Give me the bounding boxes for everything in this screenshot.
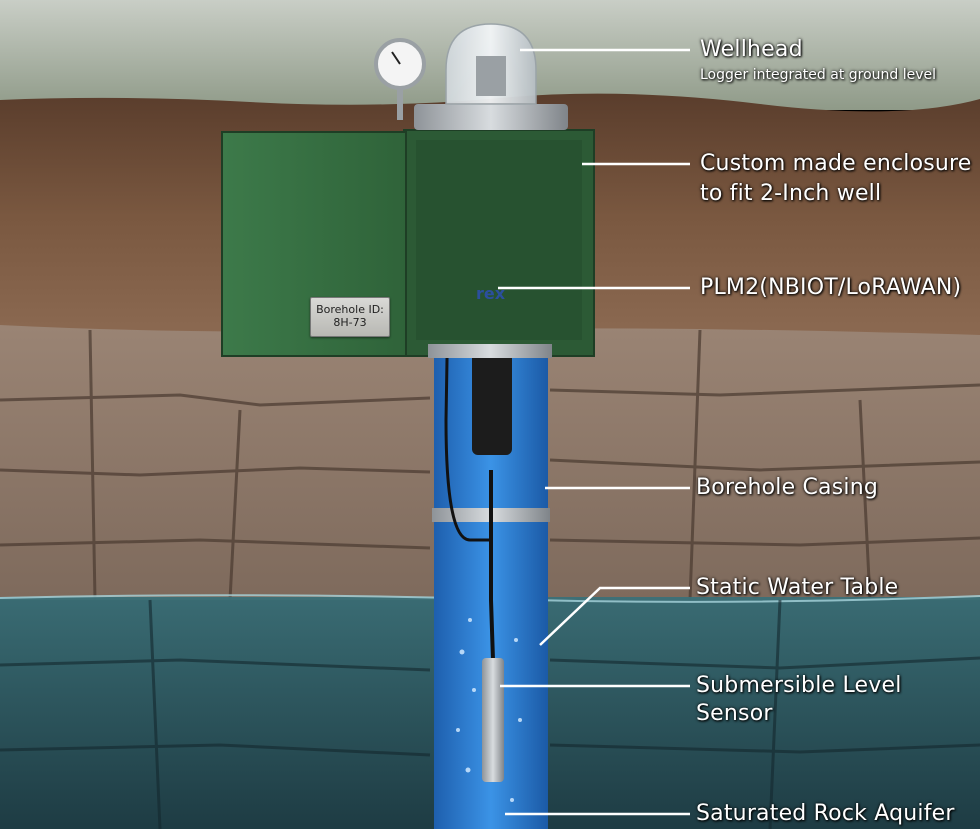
- label-enclosure-line1: Custom made enclosure: [700, 151, 972, 176]
- label-plm2: PLM2(NBIOT/LoRAWAN): [700, 275, 962, 300]
- callout-lines: [498, 48, 690, 816]
- gauge-needle: [391, 51, 401, 65]
- mounting-plate: [428, 344, 552, 358]
- sensor-cable: [489, 470, 495, 661]
- label-wellhead-sub: Logger integrated at ground level: [700, 67, 937, 83]
- label-borehole-casing: Borehole Casing: [696, 475, 879, 500]
- rock-cracks: [0, 329, 980, 601]
- enclosure-interior: [416, 140, 582, 340]
- label-sensor-line1: Submersible Level: [696, 673, 902, 698]
- sensor-brand-logo: rex: [476, 284, 506, 303]
- submersible-level-sensor: [482, 658, 504, 782]
- label-enclosure-line2: to fit 2-Inch well: [700, 181, 882, 206]
- plate-title: Borehole ID:: [316, 303, 384, 316]
- label-sensor-line2: Sensor: [696, 701, 773, 726]
- side-cable: [444, 179, 492, 542]
- water-bubbles: [456, 618, 522, 802]
- plate-value: 8H-73: [333, 316, 367, 329]
- wellhead-flange: [414, 104, 568, 130]
- borehole-id-plate: Borehole ID: 8H-73: [310, 297, 390, 337]
- leader-water-table: [539, 586, 690, 646]
- submerged-rock-cracks: [0, 599, 980, 829]
- wellhead-cap: [476, 56, 506, 96]
- label-wellhead: Wellhead: [700, 37, 803, 62]
- label-saturated-rock-aquifer: Saturated Rock Aquifer: [696, 801, 955, 826]
- label-static-water-table: Static Water Table: [696, 575, 899, 600]
